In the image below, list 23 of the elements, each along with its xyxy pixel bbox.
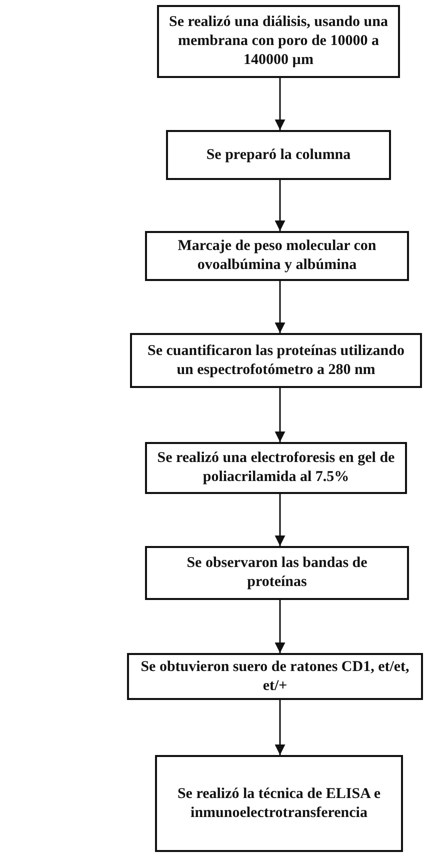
arrow	[274, 700, 286, 755]
step-text: Marcaje de peso molecular con ovoalbúmina y albúmina	[176, 237, 378, 275]
process-box	[145, 442, 407, 494]
step-text: Se observaron las bandas de proteínas	[186, 554, 368, 592]
process-box	[166, 130, 391, 180]
process-box	[145, 231, 409, 281]
step-text: Se obtuvieron suero de ratones CD1, et/et, et/+	[140, 658, 410, 696]
step-text: Se realizó la técnica de ELISA e inmunoelectrotransferencia	[176, 784, 382, 822]
process-box	[130, 333, 422, 388]
step-text: Se realizó una diálisis, usando una membrana con poro de 10000 a 140000 µm	[168, 13, 389, 70]
arrow	[274, 180, 286, 231]
process-box	[127, 653, 423, 700]
arrow	[274, 600, 286, 653]
arrow	[274, 78, 286, 130]
arrow	[274, 388, 286, 442]
process-box	[145, 546, 409, 600]
process-box	[155, 755, 403, 852]
step-text: Se cuantificaron las proteínas utilizando un espectrofotómetro a 280 nm	[146, 342, 406, 380]
step-text: Se preparó la columna	[206, 146, 351, 164]
step-text: Se realizó una electroforesis en gel de poliacrilamida al 7.5%	[156, 449, 396, 487]
process-box	[157, 5, 400, 78]
arrow	[274, 281, 286, 333]
arrow	[274, 494, 286, 546]
